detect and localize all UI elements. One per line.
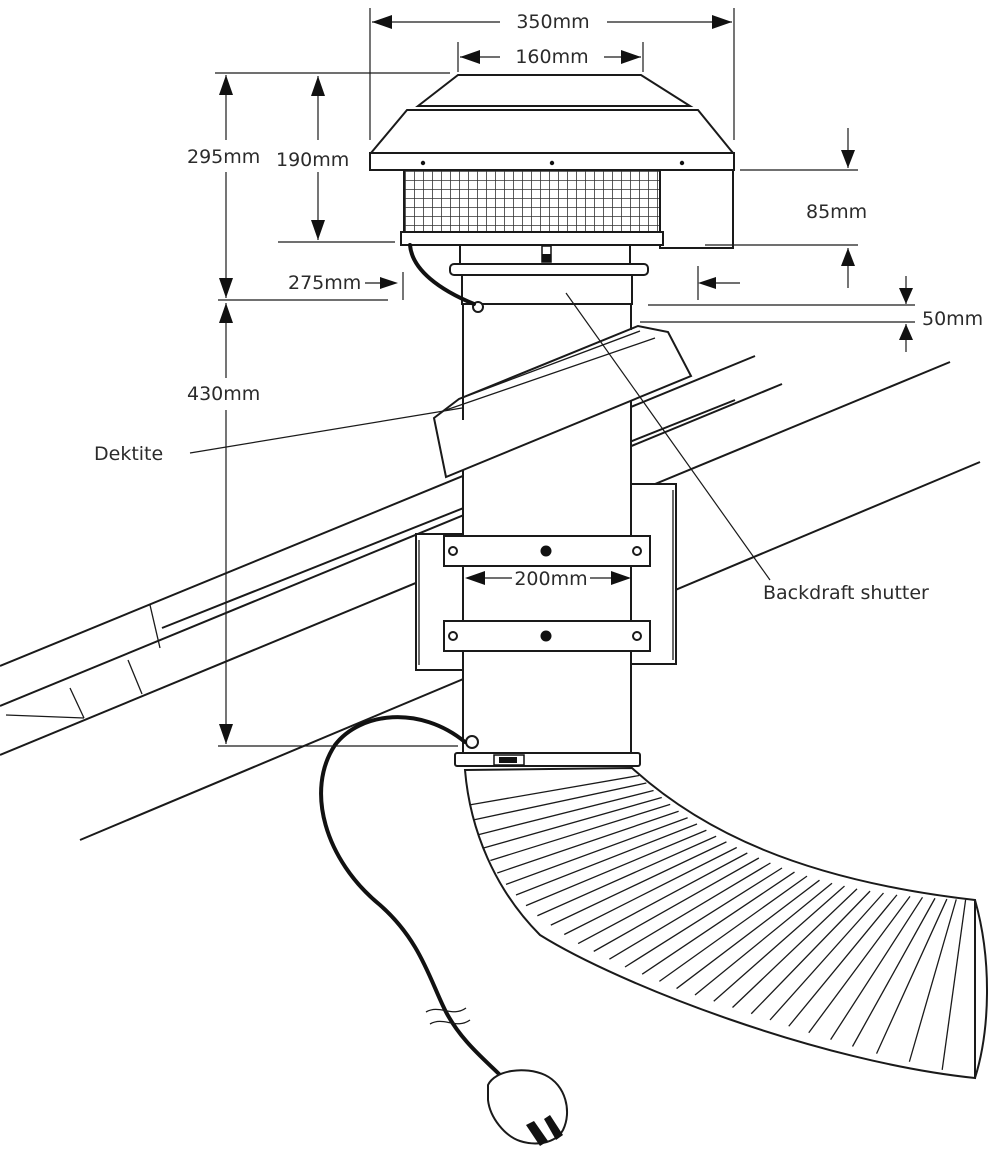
hose-rib: [808, 895, 911, 1034]
hose-rib: [525, 829, 707, 907]
hose-rib: [505, 817, 688, 885]
bracket-strap-top: [443, 535, 651, 567]
hose-rib: [593, 857, 760, 952]
hose-rib: [537, 835, 717, 917]
hose-rib: [830, 896, 924, 1040]
hose-rib: [941, 899, 967, 1070]
hose-rib: [769, 892, 884, 1021]
power-cable: [319, 243, 568, 1146]
hose-rib: [477, 789, 654, 836]
dektite-flashing: [432, 324, 693, 479]
fan-cowl: [368, 74, 736, 420]
hose-rib: [490, 803, 671, 862]
hose-rib: [468, 774, 640, 806]
hose-rib: [563, 846, 738, 936]
backdraft-shutter-label: Backdraft shutter: [763, 582, 929, 604]
dimension-lines: [189, 8, 915, 747]
dimension-labels: 350mm 160mm 295mm 190mm 85mm 275mm 50mm …: [94, 11, 983, 604]
top-width-label: 160mm: [515, 46, 588, 68]
hose-rib: [497, 810, 679, 874]
overall-width-label: 350mm: [516, 11, 589, 33]
bracket-width-label: 200mm: [514, 568, 587, 590]
hose-rib: [713, 885, 845, 1002]
hose-rib: [658, 875, 808, 982]
hose-rib: [750, 890, 871, 1015]
hose-rib: [908, 899, 957, 1062]
hose-rib: [577, 852, 748, 945]
duct-length-label: 430mm: [187, 383, 260, 405]
plug-icon: [487, 1069, 568, 1146]
hose-rib: [483, 796, 662, 849]
grille-height-label: 85mm: [806, 201, 867, 223]
bracket-strap-bottom: [443, 620, 651, 652]
spigot-diameter-label: 275mm: [288, 272, 361, 294]
hose-rib: [676, 879, 820, 990]
flexible-hose: [454, 735, 988, 1080]
hose-rib: [875, 898, 948, 1054]
hose-rib: [641, 871, 795, 975]
hose-rib: [515, 823, 698, 896]
hose-rib: [550, 841, 727, 926]
collar-height-label: 50mm: [922, 308, 983, 330]
hose-rib: [851, 897, 936, 1047]
cowl-height-label: 190mm: [276, 149, 349, 171]
overall-height-label: 295mm: [187, 146, 260, 168]
hose-rib: [788, 894, 898, 1027]
hose-rib: [694, 882, 833, 996]
grille: [403, 169, 661, 233]
hose-rib: [472, 782, 647, 821]
hose-rib: [624, 867, 783, 968]
hose-rib: [732, 888, 858, 1008]
dektite-label: Dektite: [94, 443, 163, 465]
hose-rib: [609, 862, 771, 960]
